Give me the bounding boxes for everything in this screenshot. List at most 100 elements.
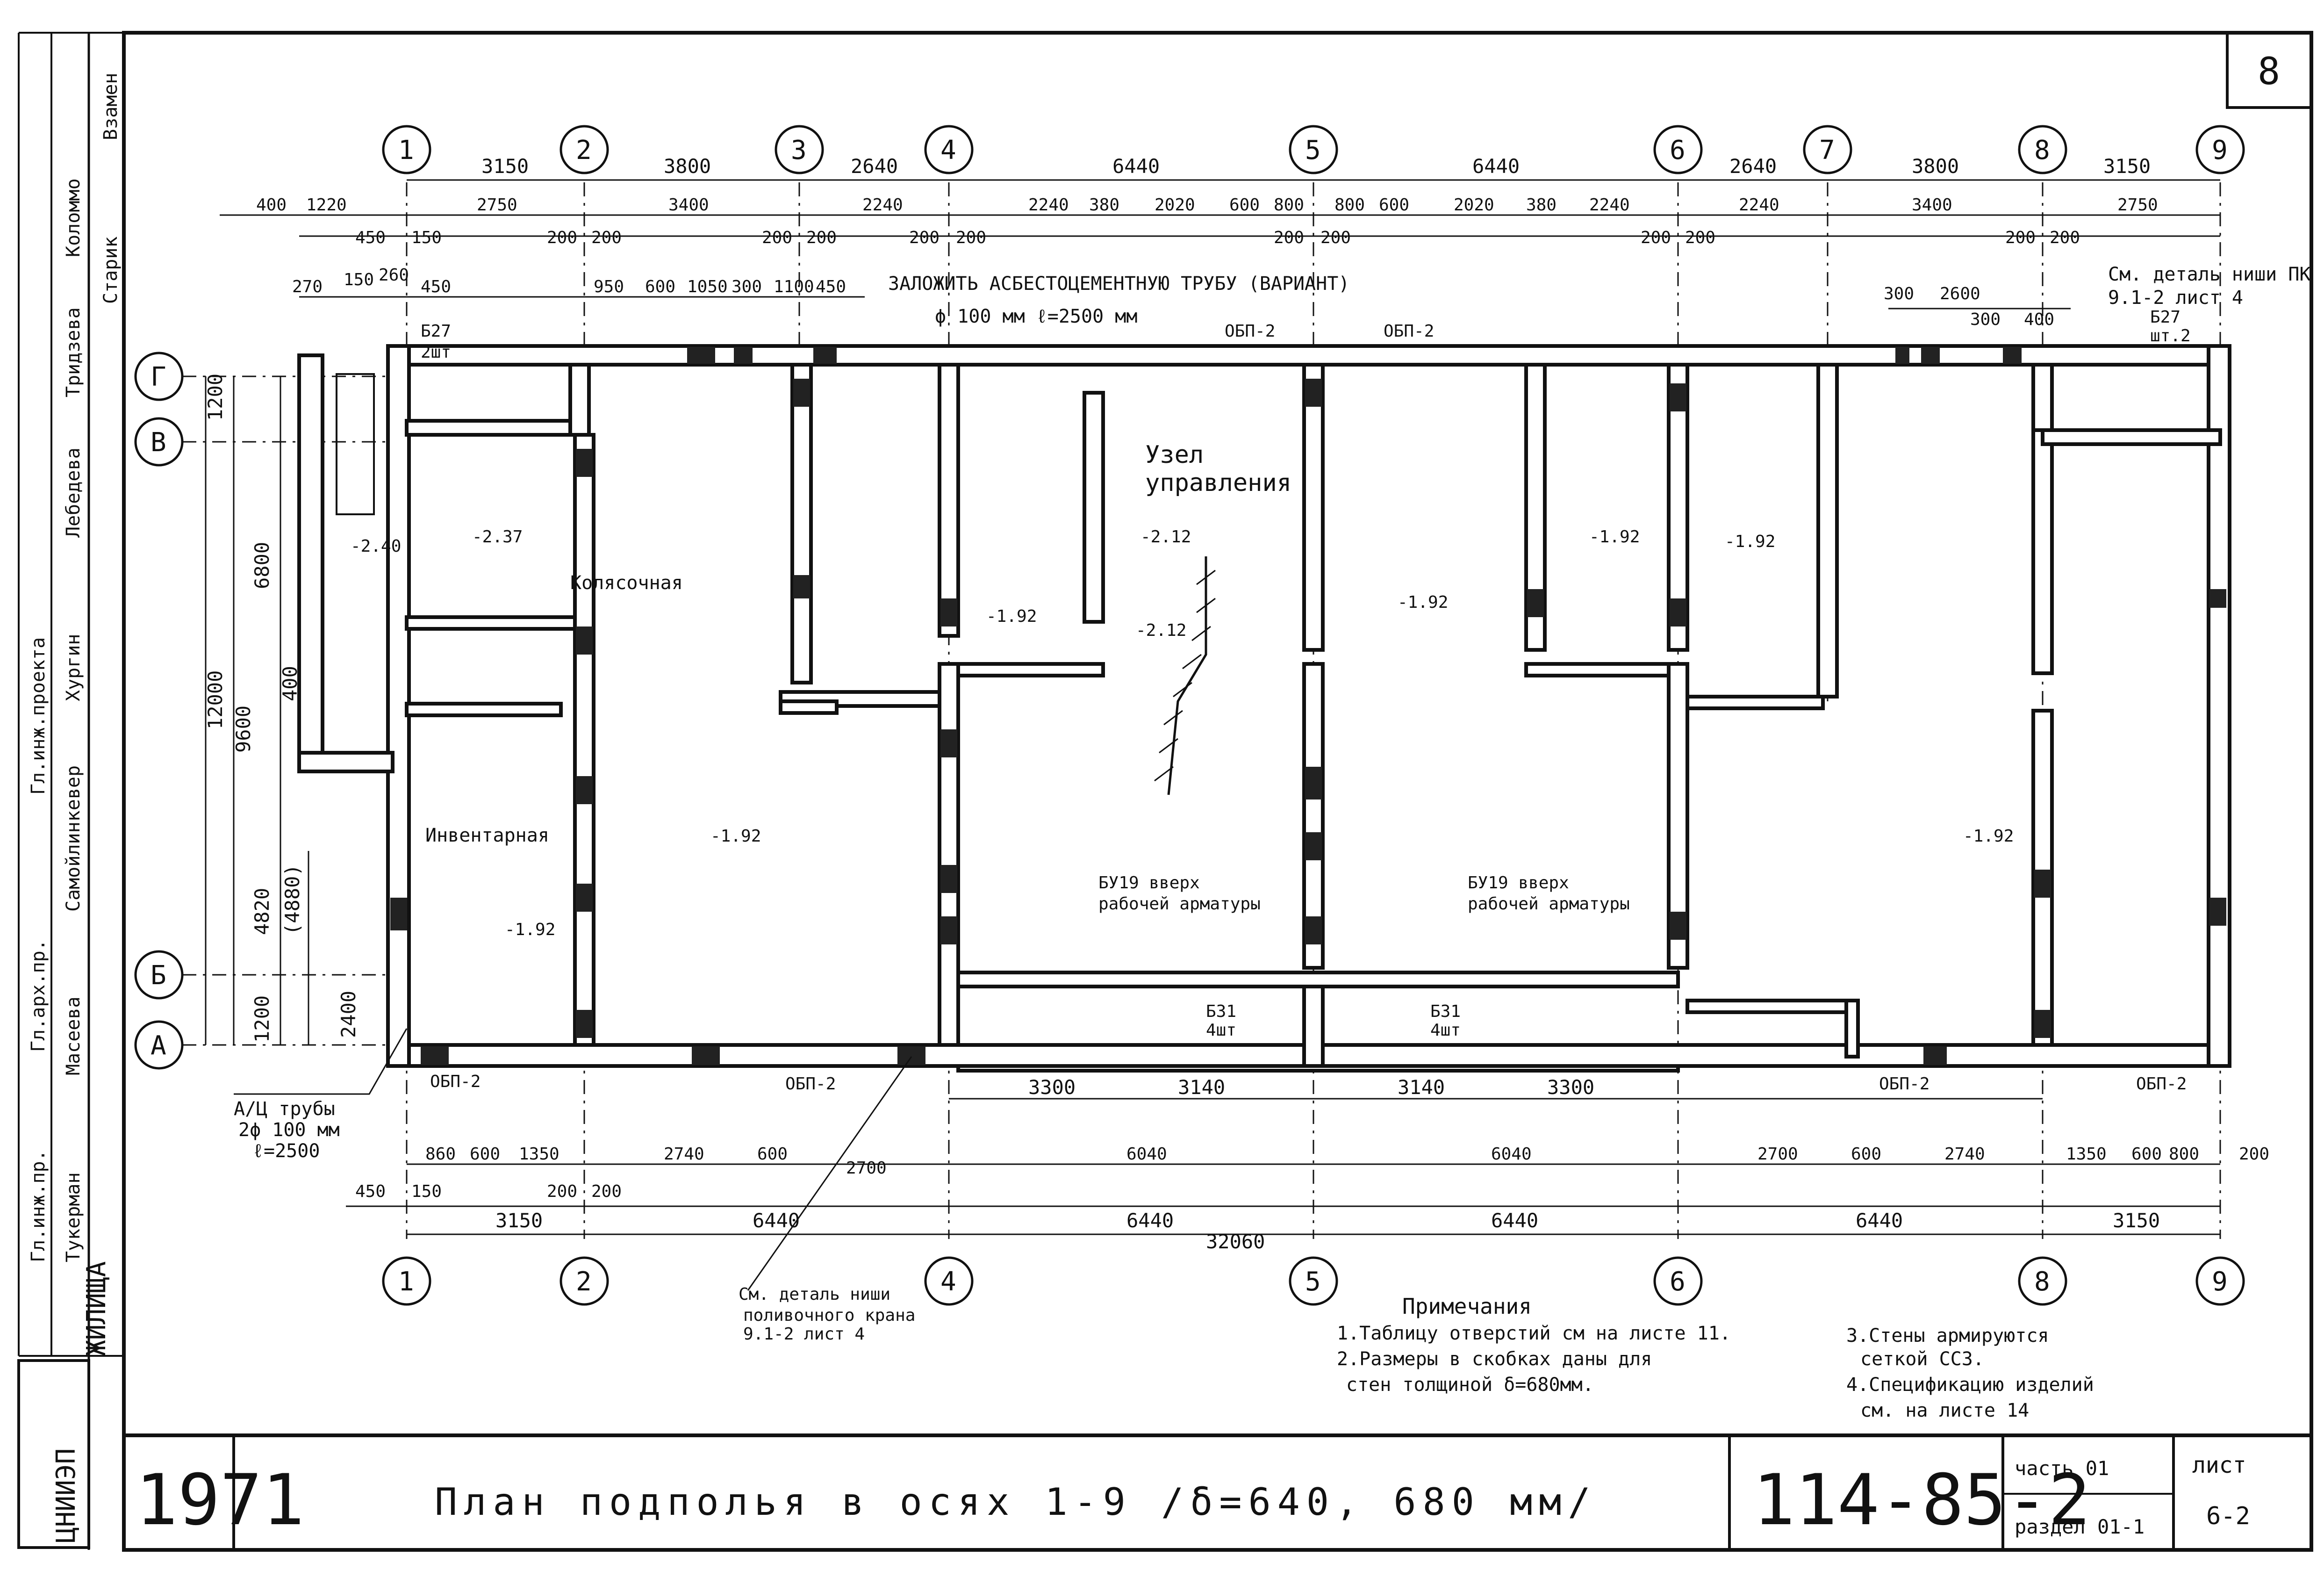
dim-top4-7: 1050	[687, 277, 728, 296]
dim-top3-3: 200	[547, 228, 577, 247]
lintel-label-4: ОБП-2	[785, 1074, 836, 1094]
elevation-4: -2.12	[1140, 527, 1191, 547]
elevation-6: -1.92	[710, 827, 761, 846]
dim-top3-14: 200	[2050, 228, 2080, 247]
elevation-9: -1.92	[1589, 527, 1640, 547]
axis-bottom-8: 8	[2034, 1267, 2050, 1297]
org-logo-text: ЦНИИЭП	[51, 1448, 81, 1543]
note-4-cont: см. на листе 14	[1860, 1400, 2029, 1421]
dim-top2-14: 380	[1526, 195, 1557, 215]
dim-top-8: 3150	[2103, 155, 2151, 178]
dim-left-8: 2400	[337, 991, 360, 1038]
dim-top2-6: 2240	[1028, 195, 1069, 215]
title-year: 1971	[136, 1460, 304, 1541]
dim-bottom-2: 3140	[1178, 1076, 1225, 1099]
section-label: раздел 01-1	[2015, 1515, 2145, 1538]
axis-side-b: Б	[151, 960, 166, 991]
lintel-label-5: ОБП-2	[1879, 1074, 1929, 1094]
dim-top-6: 2640	[1729, 155, 1777, 178]
lintel-label-6: ОБП-2	[2136, 1074, 2187, 1094]
dim-bottom-1: 3300	[1028, 1076, 1076, 1099]
dim-top-2: 3800	[664, 155, 711, 178]
dim-top3-5: 200	[762, 228, 792, 247]
axis-side-v: В	[151, 427, 166, 458]
dim-top4-1: 270	[292, 277, 323, 296]
room-label-node: Узел	[1145, 441, 1204, 469]
elevation-2: -2.37	[472, 527, 523, 547]
dim-top3-12: 200	[1685, 228, 1715, 247]
dim-top4-14: 400	[2024, 310, 2054, 329]
dim-top4-13: 300	[1970, 310, 2001, 329]
top-dimensions: 3150 3800 2640 6440 6440 2640 3800 3150 …	[220, 155, 2220, 329]
side-stamp-line-2: Гл.арх.пр.	[28, 939, 49, 1052]
dim-bottom3-10: 3150	[2113, 1209, 2160, 1232]
beam-label-3: Б31	[1206, 1002, 1236, 1021]
dim-top2-13: 2020	[1454, 195, 1494, 215]
dim-top2-2: 1220	[306, 195, 347, 215]
elevation-10: -1.92	[1725, 532, 1775, 551]
dim-bottom3-4: 200	[591, 1182, 622, 1201]
detail-ref-bottom-2: поливочного крана	[743, 1306, 915, 1325]
dim-top2-18: 2750	[2117, 195, 2158, 215]
dim-bottom3-7: 6440	[1126, 1209, 1174, 1232]
dim-top4-6: 600	[645, 277, 675, 296]
dim-top2-9: 600	[1229, 195, 1260, 215]
elevation-1: -2.40	[351, 537, 401, 556]
dim-bottom2-8: 6040	[1491, 1145, 1532, 1164]
note-4: 4.Спецификацию изделий	[1846, 1374, 2094, 1396]
axis-top-4: 4	[940, 135, 956, 166]
side-stamp-line-8: Лебедева	[63, 447, 84, 538]
dim-top3-13: 200	[2005, 228, 2036, 247]
sheet-number: 8	[2258, 50, 2280, 93]
title-block: 1971 План подполья в осях 1-9 /δ=640, 68…	[124, 1433, 2311, 1550]
axis-top-6: 6	[1670, 135, 1686, 166]
lintel-label-1: ОБП-2	[1225, 322, 1275, 341]
beam-label-2-qty: шт.2	[2150, 326, 2191, 346]
sheet-label: лист	[2192, 1452, 2246, 1478]
axis-top-8: 8	[2034, 135, 2050, 166]
dim-top4-3: 260	[379, 266, 409, 285]
dim-left-9: 1200	[251, 995, 273, 1043]
dim-top-5: 6440	[1472, 155, 1520, 178]
rebar-note-2b: рабочей арматуры	[1468, 894, 1630, 914]
dim-top2-16: 2240	[1739, 195, 1779, 215]
org-vertical-text: ЖИЛИЩА	[81, 1261, 112, 1356]
wall-openings	[390, 347, 2226, 1065]
axis-bottom-5: 5	[1305, 1267, 1321, 1297]
side-stamp-line-4: Тукерман	[63, 1172, 84, 1262]
detail-ref-top-sheet: 9.1-2 лист 4	[2108, 287, 2243, 309]
rebar-note-2: БУ19 вверх	[1468, 873, 1569, 893]
dim-top4-2: 150	[344, 270, 374, 289]
sheet-frame	[122, 31, 2313, 1552]
axis-bottom-2: 2	[576, 1267, 592, 1297]
note-2-cont: стен толщиной δ=680мм.	[1346, 1374, 1594, 1396]
dim-bottom3-6: 6440	[753, 1209, 800, 1232]
dim-top3-8: 200	[956, 228, 986, 247]
axis-top-9: 9	[2212, 135, 2228, 166]
axis-top-5: 5	[1305, 135, 1321, 166]
dim-bottom3-9: 6440	[1856, 1209, 1903, 1232]
detail-ref-top: См. деталь ниши ПК	[2108, 264, 2310, 285]
dim-left-3: 12000	[204, 670, 227, 729]
axis-bottom-1: 1	[398, 1267, 414, 1297]
dim-bottom2-10: 600	[1851, 1145, 1881, 1164]
dim-top4-12: 2600	[1940, 284, 1980, 303]
dim-bottom2-1: 860	[425, 1145, 456, 1164]
dim-left-1: 1200	[204, 374, 227, 421]
dim-top-7: 3800	[1912, 155, 1959, 178]
dim-top2-12: 600	[1379, 195, 1409, 215]
dim-bottom2-7: 6040	[1126, 1145, 1167, 1164]
elevation-7: -1.92	[986, 607, 1037, 626]
dim-top2-17: 3400	[1912, 195, 1952, 215]
side-stamp-line-6: Самойлинкевер	[63, 765, 84, 912]
axis-top-3: 3	[791, 135, 807, 166]
pipes-note-1: А/Ц трубы	[234, 1098, 335, 1120]
elevation-8: -1.92	[1398, 593, 1448, 612]
dim-top2-10: 800	[1274, 195, 1304, 215]
side-stamp: Гл.инж.пр. Гл.арх.пр. Гл.инж.проекта Тук…	[28, 73, 122, 1356]
dim-bottom2-15: 200	[2239, 1145, 2269, 1164]
axis-bottom-4: 4	[940, 1267, 956, 1297]
note-2: 2.Размеры в скобках даны для	[1337, 1348, 1652, 1370]
dim-top4-4: 450	[421, 277, 451, 296]
beam-label-1: Б27	[421, 322, 451, 341]
